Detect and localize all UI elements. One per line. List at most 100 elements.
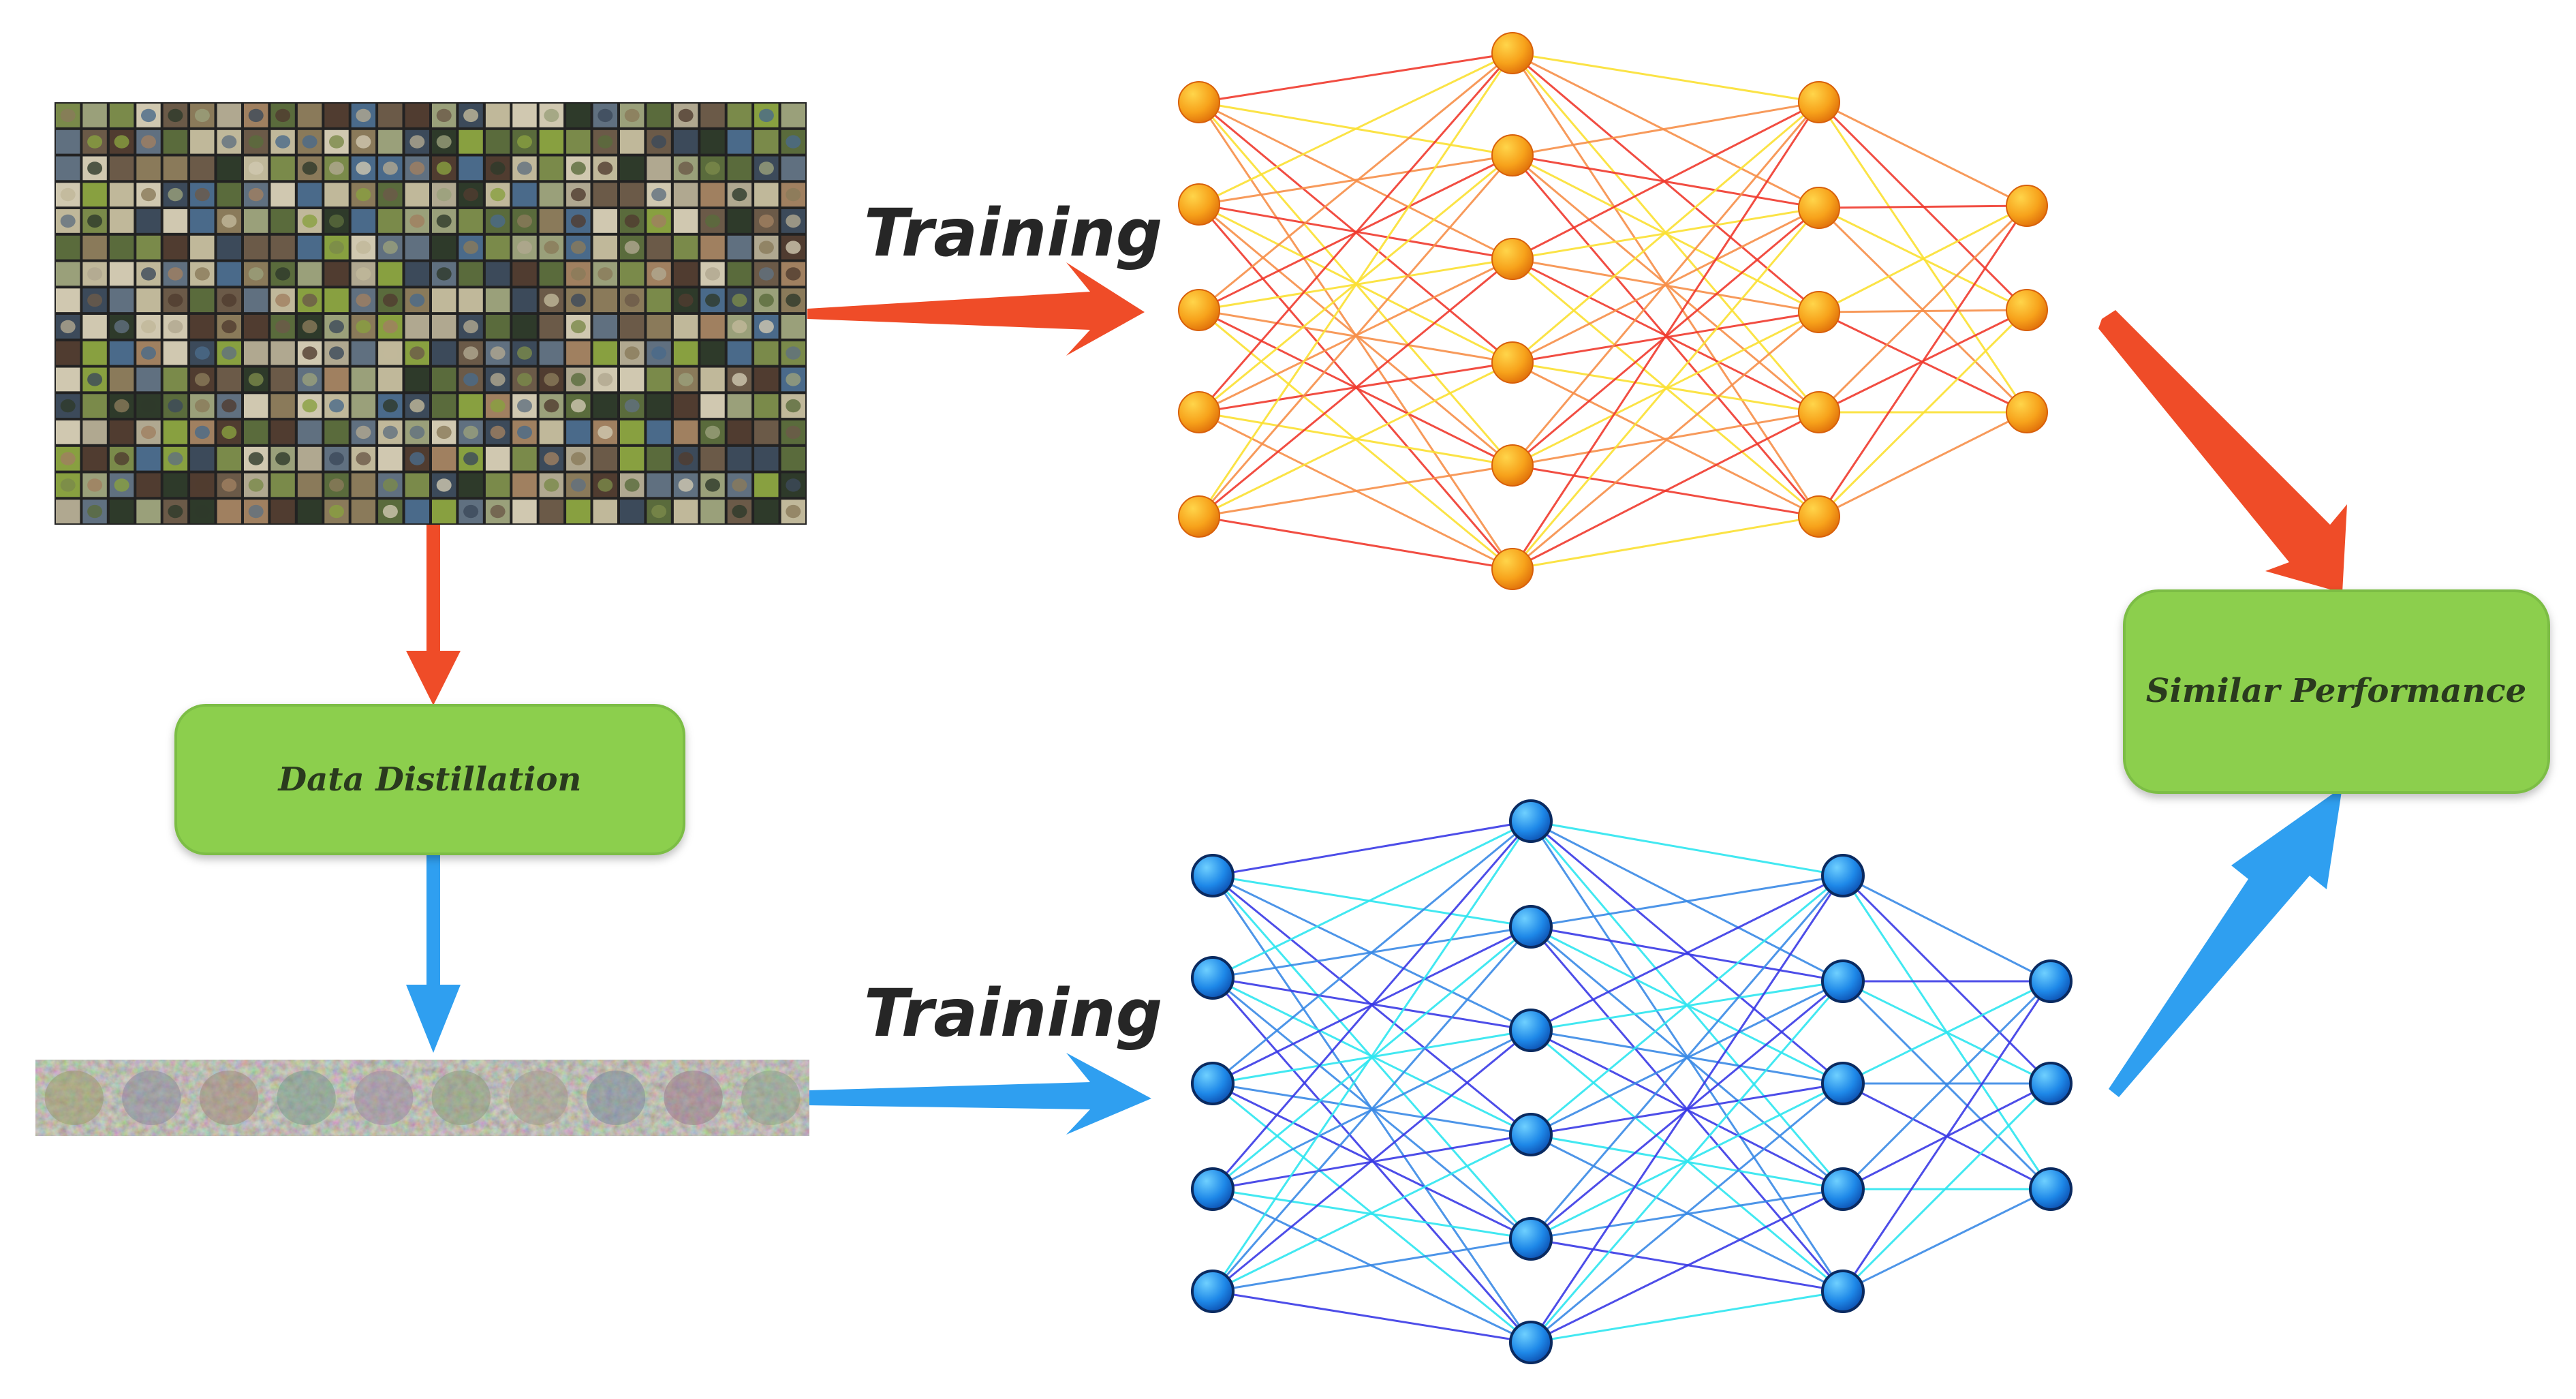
network-edge: [1212, 820, 1532, 979]
thumbnail-object: [758, 293, 774, 307]
dataset-thumbnail: [700, 129, 725, 154]
thumbnail-object: [356, 241, 371, 254]
network-node: [1491, 341, 1534, 384]
thumbnail-object: [356, 452, 371, 465]
thumbnail-object: [60, 478, 76, 492]
thumbnail-object: [114, 452, 129, 465]
dataset-thumbnail: [647, 473, 671, 497]
thumbnail-object: [87, 214, 103, 228]
dataset-thumbnail: [405, 104, 429, 127]
thumbnail-object: [356, 135, 371, 149]
thumbnail-object: [194, 478, 210, 492]
dataset-thumbnail: [190, 446, 215, 471]
thumbnail-object: [598, 267, 613, 281]
thumbnail-object: [194, 187, 210, 202]
thumbnail-object: [87, 267, 103, 281]
dataset-thumbnail: [297, 262, 322, 286]
thumbnail-object: [221, 478, 237, 492]
dataset-thumbnail: [109, 262, 134, 286]
thumbnail-object: [194, 346, 210, 360]
network-node: [1798, 81, 1840, 123]
dataset-thumbnail: [700, 235, 725, 260]
dataset-thumbnail: [727, 129, 752, 154]
thumbnail-object: [705, 425, 720, 440]
dataset-thumbnail: [566, 104, 591, 127]
thumbnail-object: [60, 320, 76, 334]
thumbnail-object: [60, 214, 76, 228]
dataset-thumbnail: [512, 446, 537, 471]
dataset-thumbnail: [163, 129, 188, 154]
thumbnail-object: [409, 293, 425, 307]
thumbnail-object: [87, 478, 103, 492]
thumbnail-object: [87, 135, 103, 149]
network-edge: [1530, 981, 1844, 1343]
network-node: [1798, 391, 1840, 433]
thumbnail-object: [248, 108, 264, 123]
network-node: [1191, 956, 1235, 1000]
network-node: [1821, 1270, 1865, 1313]
thumbnail-object: [517, 241, 532, 254]
thumbnail-object: [409, 162, 425, 175]
thumbnail-object: [463, 320, 479, 334]
dataset-thumbnail: [727, 446, 752, 471]
thumbnail-object: [517, 214, 532, 228]
thumbnail-object: [463, 241, 479, 254]
network-edge: [1512, 101, 1820, 157]
dataset-thumbnail: [754, 394, 779, 418]
thumbnail-object: [436, 162, 452, 175]
network-edge: [1842, 981, 2052, 1292]
network-edge: [1198, 361, 1513, 518]
dataset-thumbnail: [485, 446, 510, 471]
thumbnail-object: [221, 346, 237, 360]
thumbnail-object: [141, 320, 156, 334]
distilled-image-tile: [354, 1071, 414, 1125]
thumbnail-object: [275, 452, 291, 465]
dataset-thumbnail: [163, 420, 188, 444]
dataset-thumbnail: [593, 183, 617, 207]
thumbnail-object: [248, 135, 264, 149]
dataset-thumbnail: [378, 129, 403, 154]
thumbnail-object: [786, 214, 801, 228]
dataset-thumbnail: [82, 420, 107, 444]
thumbnail-object: [382, 504, 398, 519]
thumbnail-object: [382, 187, 398, 202]
thumbnail-object: [732, 187, 747, 202]
dataset-thumbnail: [109, 104, 134, 127]
network-node: [1821, 854, 1865, 897]
network-edge: [1511, 102, 1820, 570]
dataset-thumbnail: [297, 104, 322, 127]
thumbnail-object: [168, 504, 183, 519]
network-node: [2006, 391, 2048, 433]
thumbnail-object: [651, 135, 667, 149]
dataset-thumbnail: [512, 183, 537, 207]
thumbnail-object: [275, 135, 291, 149]
thumbnail-object: [114, 399, 129, 413]
dataset-thumbnail: [593, 446, 617, 471]
thumbnail-object: [194, 214, 210, 228]
thumbnail-object: [329, 214, 344, 228]
thumbnail-object: [786, 399, 801, 413]
thumbnail-object: [382, 425, 398, 440]
network-edge: [1511, 207, 1820, 570]
dataset-thumbnail: [56, 235, 80, 260]
dataset-thumbnail: [620, 156, 645, 181]
dataset-thumbnail: [781, 156, 805, 181]
thumbnail-object: [329, 504, 344, 519]
network-edge: [1198, 52, 1514, 413]
thumbnail-object: [463, 108, 479, 123]
dataset-thumbnail: [485, 288, 510, 313]
network-edge: [1212, 1029, 1532, 1293]
thumbnail-object: [758, 241, 774, 254]
network-edge: [1512, 52, 1820, 209]
dataset-thumbnail: [56, 262, 80, 286]
dataset-thumbnail: [620, 446, 645, 471]
thumbnail-object: [651, 504, 667, 519]
thumbnail-object: [570, 241, 586, 254]
dataset-thumbnail: [700, 499, 725, 524]
network-node: [1798, 187, 1840, 229]
thumbnail-object: [302, 320, 317, 334]
dataset-thumbnail: [647, 446, 671, 471]
red-arrow-network-to-performance: [2098, 310, 2347, 593]
thumbnail-object: [436, 135, 452, 149]
thumbnail-object: [490, 346, 506, 360]
